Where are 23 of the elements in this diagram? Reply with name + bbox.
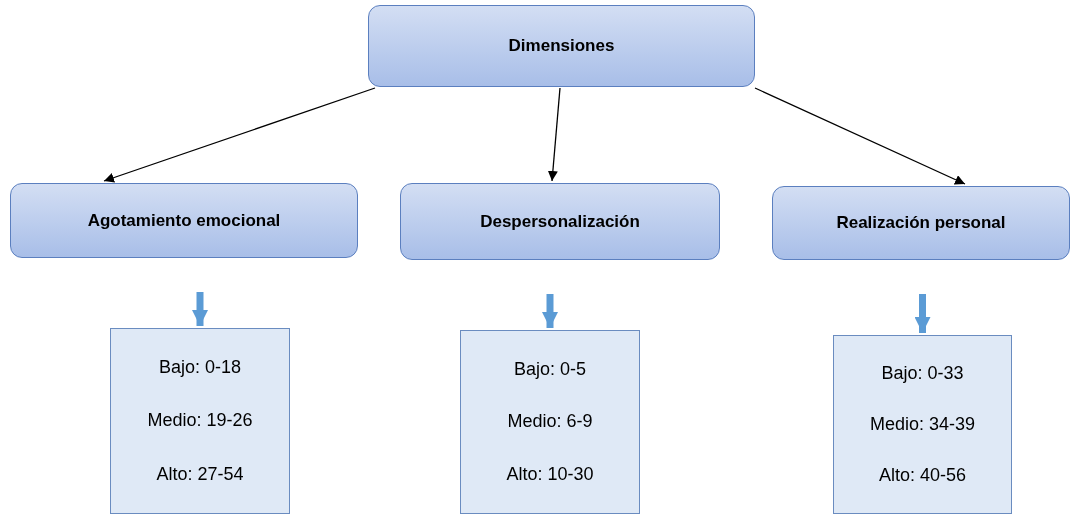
arrow — [547, 87, 561, 182]
dimension-box — [368, 5, 755, 87]
box-title: Agotamiento emocional — [87, 209, 281, 232]
range-text: Medio: 6-9 — [507, 410, 593, 434]
dimension-box — [10, 183, 358, 258]
range-text: Medio: 19-26 — [147, 409, 253, 433]
arrow — [103, 87, 376, 183]
range-text: Bajo: 0-18 — [158, 356, 242, 380]
box-title: Despersonalización — [480, 210, 640, 233]
range-text: Bajo: 0-5 — [513, 357, 586, 381]
box-title: Dimensiones — [508, 35, 615, 58]
range-box — [833, 335, 1012, 514]
range-box — [460, 330, 640, 514]
dimension-box — [772, 186, 1070, 260]
range-text: Alto: 40-56 — [878, 464, 967, 487]
arrow — [754, 87, 966, 185]
range-text: Alto: 10-30 — [506, 463, 594, 487]
range-text: Alto: 27-54 — [156, 462, 244, 486]
dimension-box — [400, 183, 720, 260]
box-title: Realización personal — [836, 212, 1006, 235]
range-text: Bajo: 0-33 — [881, 362, 964, 385]
range-box — [110, 328, 290, 514]
range-text: Medio: 34-39 — [869, 413, 976, 436]
